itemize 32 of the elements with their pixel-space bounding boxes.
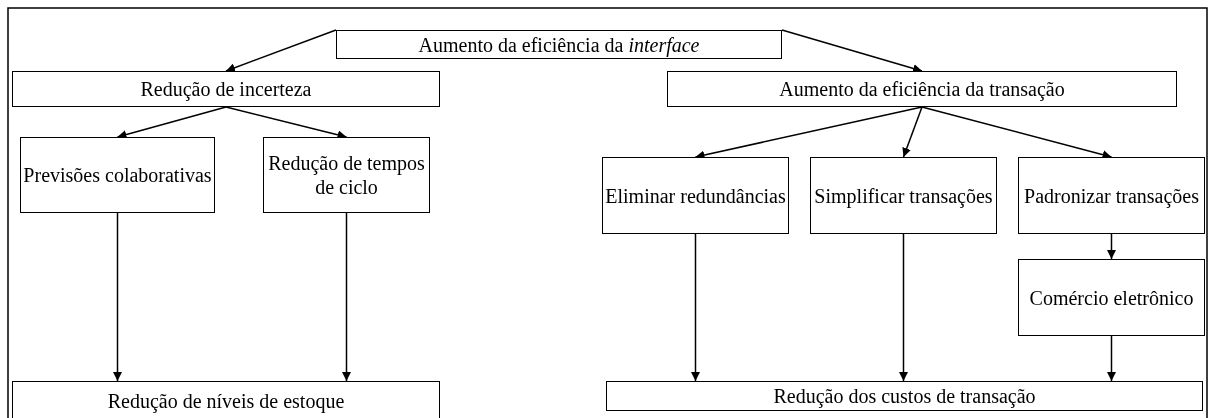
box-label: Eliminar redundâncias [605,183,786,208]
box-label: Redução dos custos de transação [773,384,1036,408]
box-label: Simplificar transações [814,183,993,208]
arrow [342,212,351,382]
arrow [1107,233,1116,260]
process-box [12,381,440,418]
arrow [902,106,923,158]
arrow [899,233,908,382]
arrow [1107,335,1116,382]
arrow [781,29,923,73]
process-box [667,71,1177,107]
box-label: Redução de incerteza [140,77,312,101]
process-box [20,137,215,213]
process-box [810,157,997,234]
box-label: Previsões colaborativas [23,163,212,187]
process-box [336,30,782,59]
process-box [263,137,430,213]
process-box [1018,259,1205,336]
box-label: Redução de níveis de estoque [107,389,345,413]
arrow [113,212,122,382]
box-label: Comércio eletrônico [1029,285,1194,310]
box-label: Padronizar transações [1024,183,1199,208]
arrow [225,29,337,73]
process-box [1018,157,1205,234]
box-label: Redução de tempos de ciclo [267,151,426,199]
process-box [602,157,789,234]
box-label: Aumento da eficiência da interface [418,32,700,57]
arrow [691,233,700,382]
arrow [116,106,227,139]
box-label: Aumento da eficiência da transação [779,77,1065,101]
process-box [606,381,1203,411]
process-box [12,71,440,107]
